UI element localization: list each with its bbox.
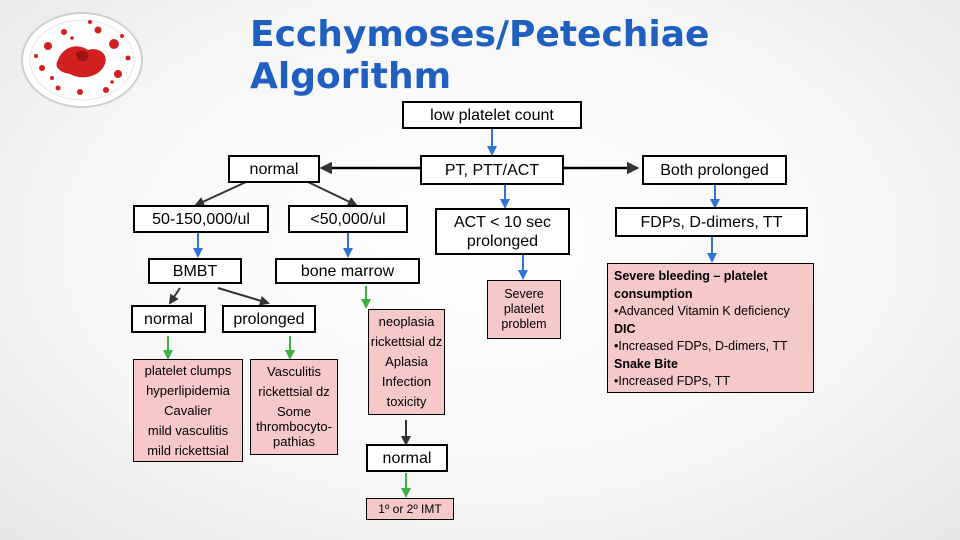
list-item: mild rickettsial [147,442,229,458]
normal-box-marrow: normal [366,444,448,472]
list-item: platelet clumps [144,362,232,378]
prolonged-box: prolonged [222,305,316,333]
platelet-causes-list: platelet clumps hyperlipidemia Cavalier … [133,359,243,462]
dic-heading: DIC [614,321,636,336]
list-item: toxicity [386,394,427,409]
severe-bleeding-box: Severe bleeding – platelet consumption •… [607,263,814,393]
severe-platelet-problem-box: Severe platelet problem [487,280,561,339]
imt-box: 1º or 2º IMT [366,498,454,520]
list-item: mild vasculitis [147,422,229,438]
list-item: Infection [381,374,432,389]
snake-bite-item: •Increased FDPs, TT [614,374,730,388]
list-item: Aplasia [385,354,428,369]
arrow-bmbt-to-prolonged [217,287,270,306]
page-title: Ecchymoses/Petechiae Algorithm [250,14,710,97]
list-item: neoplasia [378,314,435,329]
list-item: rickettsial dz [258,384,330,399]
list-item: Some thrombocyto- pathias [256,404,332,449]
arrow-normal-to-lt50 [307,181,358,207]
list-item: Vasculitis [267,364,321,379]
bleeding-item: •Advanced Vitamin K deficiency [614,304,790,318]
prolonged-causes-list: Vasculitis rickettsial dz Some thrombocy… [250,359,338,455]
arrow-normal-to-range [194,181,247,207]
under-50k-box: <50,000/ul [288,205,408,233]
list-item: hyperlipidemia [146,382,230,398]
bmbt-box: BMBT [148,258,242,284]
pt-ptt-act-box: PT, PTT/ACT [420,155,564,185]
marrow-causes-list: neoplasia rickettsial dz Aplasia Infecti… [368,309,445,415]
both-prolonged-box: Both prolonged [642,155,787,185]
list-item: rickettsial dz [370,334,443,349]
normal-box-left: normal [131,305,206,333]
fdps-ddimers-tt-box: FDPs, D-dimers, TT [615,207,808,237]
normal-box-top: normal [228,155,320,183]
low-platelet-count-box: low platelet count [402,101,582,129]
bone-marrow-box: bone marrow [275,258,420,284]
act-prolonged-box: ACT < 10 sec prolonged [435,208,570,255]
dic-item: •Increased FDPs, D-dimers, TT [614,339,788,353]
list-item: Cavalier [164,402,212,418]
snake-bite-heading: Snake Bite [614,356,678,371]
bleeding-heading: Severe bleeding – platelet consumption [614,269,768,301]
range-50-150k-box: 50-150,000/ul [133,205,269,233]
blood-cell-dish-icon [21,12,143,108]
arrow-bmbt-to-normal [168,287,181,305]
